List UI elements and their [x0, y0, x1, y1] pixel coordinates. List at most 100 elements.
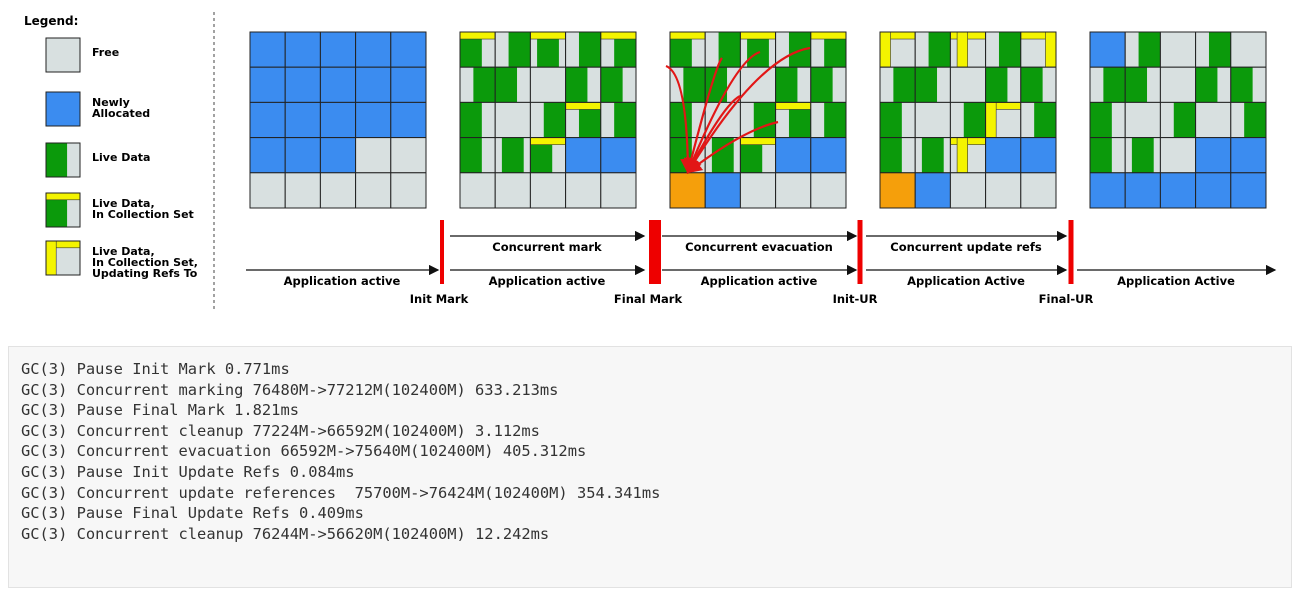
pause-label: Init Mark [410, 292, 469, 306]
heap-region [1195, 31, 1232, 68]
heap-grid-2 [459, 31, 637, 209]
legend-label-live_cset: Live Data, [92, 197, 155, 210]
heap-region [949, 172, 987, 209]
heap-region [319, 137, 357, 174]
pause-bar [440, 220, 444, 284]
heap-region [914, 66, 951, 103]
legend-label-live_cset_refs: Live Data, [92, 245, 155, 258]
heap-region [494, 101, 531, 139]
heap-region [249, 101, 286, 139]
heap-region [1124, 172, 1161, 209]
heap-region [565, 101, 602, 139]
heap-region [494, 31, 531, 68]
heap-region [985, 101, 1022, 139]
heap-region [1020, 137, 1057, 174]
heap-region [600, 31, 637, 68]
heap-region [565, 172, 602, 209]
heap-region [1230, 172, 1267, 209]
heap-region [669, 66, 706, 103]
concurrent-phase-label: Concurrent evacuation [685, 240, 833, 254]
heap-region [355, 101, 392, 139]
heap-region [1195, 101, 1232, 139]
legend-swatch-newly [45, 91, 81, 127]
heap-region [810, 172, 847, 209]
heap-region [600, 137, 637, 174]
heap-region [810, 137, 847, 174]
log-line: GC(3) Pause Init Mark 0.771ms [21, 360, 290, 378]
log-line: GC(3) Pause Init Update Refs 0.084ms [21, 463, 355, 481]
heap-region [355, 172, 392, 209]
heap-region [739, 66, 777, 103]
heap-region [669, 31, 706, 68]
heap-region [775, 137, 812, 174]
log-line: GC(3) Concurrent cleanup 76244M->56620M(… [21, 524, 550, 543]
evacuation-arrow [665, 64, 696, 175]
heap-region [1089, 172, 1126, 209]
heap-region [1159, 101, 1197, 139]
heap-grid-3 [669, 31, 847, 209]
heap-region [600, 172, 637, 209]
legend-label-free: Free [92, 46, 119, 59]
heap-region [1195, 137, 1232, 174]
heap-region [284, 137, 321, 174]
pause-bar [857, 220, 863, 284]
heap-region [1230, 31, 1267, 68]
heap-region [459, 172, 496, 209]
heap-region [985, 172, 1022, 209]
heap-region [319, 31, 357, 68]
heap-region [600, 101, 637, 139]
heap-region [494, 66, 531, 103]
heap-region [1159, 66, 1197, 103]
log-line: GC(3) Concurrent evacuation 66592M->7564… [21, 442, 587, 461]
heap-region [879, 101, 916, 139]
evacuation-arrow [686, 46, 811, 174]
heap-region [319, 101, 357, 139]
pause-bar [649, 220, 661, 284]
heap-region [739, 31, 777, 68]
heap-region [494, 137, 531, 174]
heap-region [775, 66, 812, 103]
heap-region [600, 66, 637, 103]
application-label: Application Active [1117, 274, 1235, 288]
heap-region [249, 66, 286, 103]
heap-grid-5 [1089, 31, 1267, 209]
heap-region [319, 66, 357, 103]
heap-region [669, 172, 706, 209]
heap-region [1230, 101, 1267, 139]
log-line: GC(3) Pause Final Mark 1.821ms [21, 401, 299, 420]
heap-region [319, 172, 357, 209]
heap-region [390, 101, 427, 139]
heap-region [529, 101, 567, 139]
heap-region [1020, 31, 1057, 68]
heap-region [1089, 101, 1126, 139]
legend-title: Legend: [24, 14, 78, 28]
heap-region [529, 66, 567, 103]
heap-region [704, 172, 741, 209]
heap-region [284, 31, 321, 68]
heap-region [390, 172, 427, 209]
heap-region [284, 66, 321, 103]
heap-region [1159, 172, 1197, 209]
legend-label-newly: Allocated [92, 107, 150, 120]
heap-region [914, 172, 951, 209]
concurrent-phase-label: Concurrent update refs [890, 240, 1042, 254]
heap-region [284, 172, 321, 209]
heap-region [249, 172, 286, 209]
heap-region [529, 31, 567, 68]
pause-bar [1068, 220, 1074, 284]
application-label: Application active [701, 274, 818, 288]
heap-region [459, 31, 496, 68]
heap-region [1124, 31, 1161, 68]
legend-swatch-live_cset_refs [45, 240, 81, 276]
heap-region [459, 101, 496, 139]
heap-region [1230, 137, 1267, 174]
heap-region [529, 137, 567, 174]
heap-region [249, 31, 286, 68]
pause-label: Final Mark [614, 292, 683, 306]
heap-region [1230, 66, 1267, 103]
application-label: Application active [284, 274, 401, 288]
heap-region [459, 66, 496, 103]
concurrent-phase-label: Concurrent mark [492, 240, 602, 254]
